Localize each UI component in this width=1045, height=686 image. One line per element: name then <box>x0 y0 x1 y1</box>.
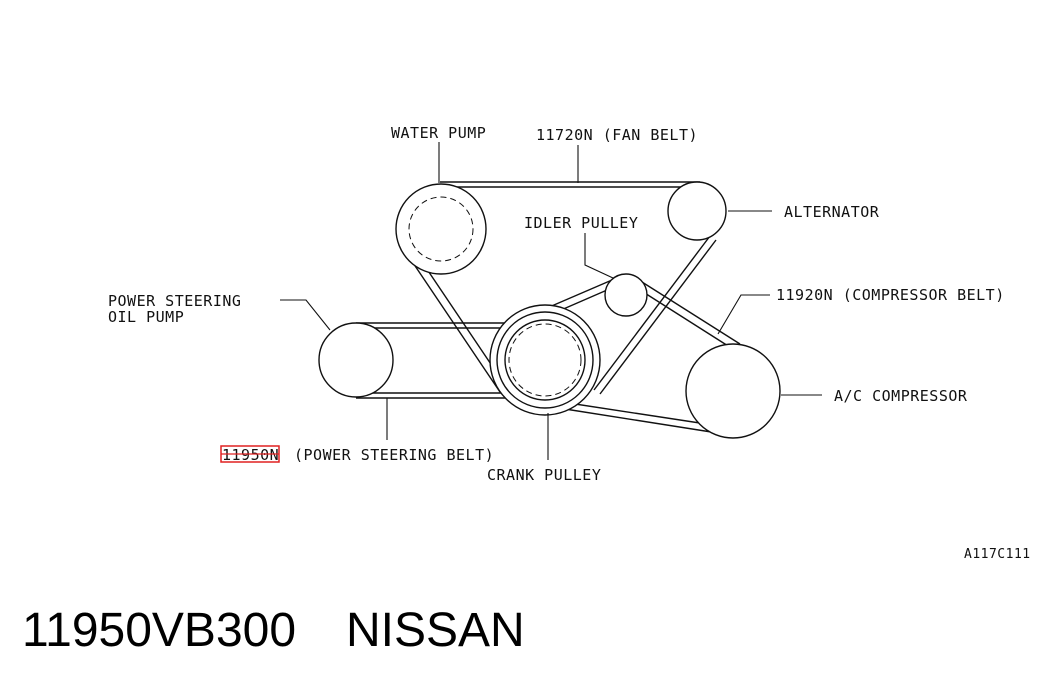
power-steering-label-line1: POWER STEERING <box>108 292 241 310</box>
ac-compressor-pulley <box>685 343 781 439</box>
power-steering-pulley <box>318 322 394 398</box>
crank-pulley <box>489 304 601 416</box>
figure-code: A117C111 <box>964 547 1031 562</box>
alternator-label: ALTERNATOR <box>784 203 880 221</box>
leader-lines <box>280 142 822 460</box>
idler-pulley <box>604 273 648 317</box>
ac-compressor-label: A/C COMPRESSOR <box>834 387 968 405</box>
compressor-belt-label: 11920N (COMPRESSOR BELT) <box>776 286 1005 304</box>
fan-belt-label: 11720N (FAN BELT) <box>536 126 698 144</box>
part-number: 11950VB300 <box>22 604 296 657</box>
water-pump-label: WATER PUMP <box>391 124 486 142</box>
water-pump-pulley <box>395 183 487 275</box>
idler-pulley-label: IDLER PULLEY <box>524 214 638 232</box>
power-steering-label-line2: OIL PUMP <box>108 308 184 326</box>
power-steering-belt-code: 11950N <box>222 446 279 464</box>
power-steering-belt <box>356 322 515 399</box>
power-steering-belt-label: (POWER STEERING BELT) <box>294 446 494 464</box>
alternator-pulley <box>667 181 727 241</box>
crank-pulley-label: CRANK PULLEY <box>487 466 601 484</box>
brand-name: NISSAN <box>346 604 525 657</box>
